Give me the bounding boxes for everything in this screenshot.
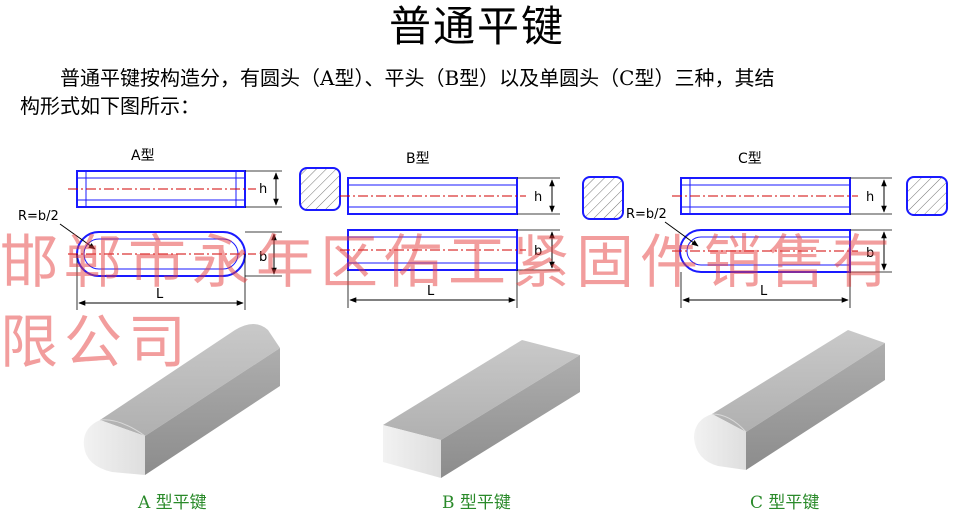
type-b-h-label: h [534,190,542,205]
type-b-label: B型 [406,151,430,167]
type-b-section [582,176,624,220]
type-c-top-view: b R=b/2 L [626,207,892,308]
page-title: 普通平键 [388,2,565,51]
type-b-drawing: B型 h b L [340,151,624,308]
type-c-label: C型 [738,151,762,167]
type-a-caption: A 型平键 [138,493,207,513]
type-c-section [906,176,948,216]
description-paragraph: 普通平键按构造分，有圆头（A型）、平头（B型）以及单圆头（C型）三种，其结 构形… [20,64,950,120]
type-c-b-label: b [866,246,874,261]
type-a-l-label: L [156,287,164,302]
type-a-side-view: h [68,170,282,208]
type-c-drawing: C型 h b R=b/2 L [626,151,948,308]
type-a-radius-label: R=b/2 [18,209,59,224]
type-a-top-view: b R=b/2 L [18,209,282,310]
type-a-label: A型 [131,148,155,164]
type-b-side-view: h [340,177,560,215]
type-b-3d-render [383,340,580,478]
type-c-caption: C 型平键 [750,493,820,513]
type-b-l-label: L [427,284,435,299]
type-c-3d-render [694,330,885,470]
type-c-l-label: L [760,284,768,299]
description-line-2: 构形式如下图所示： [20,94,200,118]
type-a-h-label: h [259,182,267,197]
type-c-h-label: h [866,190,874,205]
type-a-drawing: A型 h b R=b/2 [18,148,341,310]
type-c-radius-label: R=b/2 [626,207,667,222]
type-b-caption: B 型平键 [442,493,511,513]
type-a-section [299,167,341,211]
type-b-b-label: b [534,244,542,259]
description-line-1: 普通平键按构造分，有圆头（A型）、平头（B型）以及单圆头（C型）三种，其结 [60,66,775,90]
type-c-side-view: h [672,177,892,215]
type-b-top-view: b L [340,229,560,308]
type-a-3d-render [83,324,280,475]
type-a-b-label: b [259,250,267,265]
